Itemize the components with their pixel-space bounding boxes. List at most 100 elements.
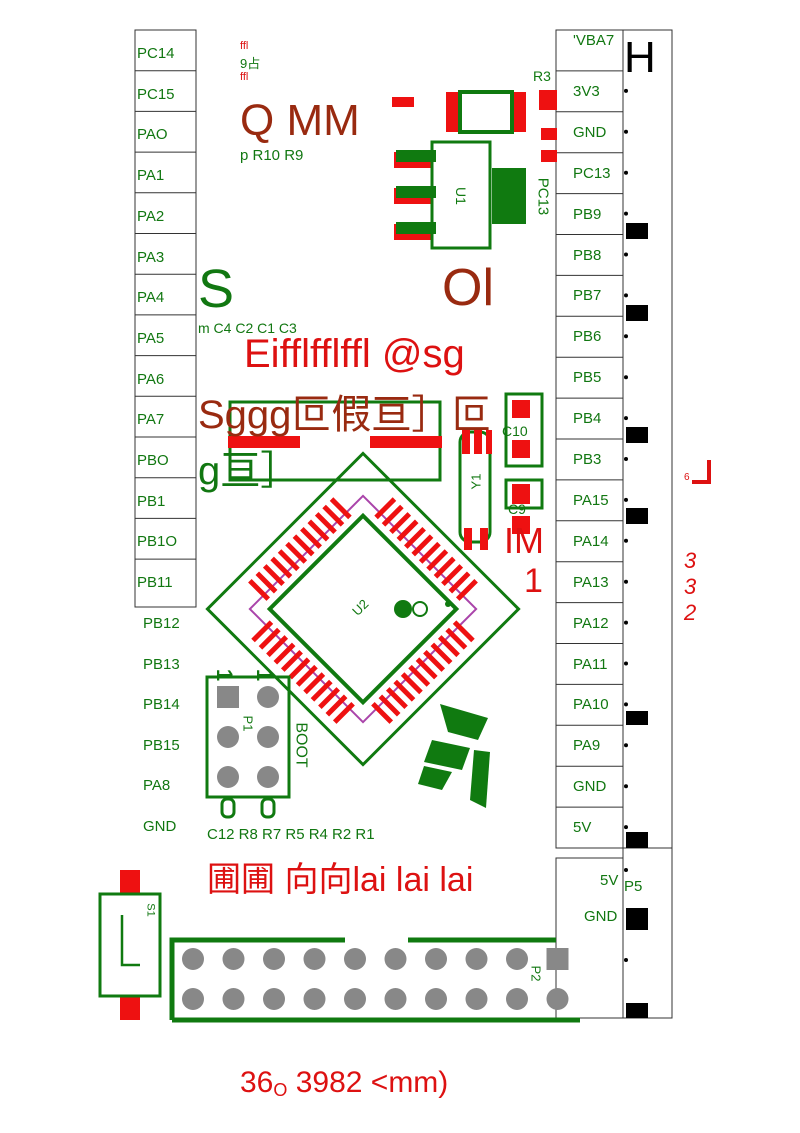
left-free-pin-label: PB14 bbox=[143, 696, 180, 713]
p2-pad bbox=[384, 948, 407, 970]
right-header-pin-label: GND bbox=[573, 123, 607, 141]
p2-pad bbox=[222, 948, 245, 970]
right-header-pin-label: PB7 bbox=[573, 287, 602, 305]
crystal-region bbox=[228, 392, 544, 550]
r3-label: R3 bbox=[533, 68, 551, 84]
p2-pad bbox=[506, 948, 528, 970]
right-header-dot bbox=[624, 743, 628, 748]
right-header-pin-label: PB3 bbox=[573, 451, 602, 468]
p2-pad bbox=[182, 948, 204, 970]
right-header-pin-label: PB6 bbox=[573, 328, 602, 346]
mcu-pin bbox=[418, 541, 441, 564]
mcu-pin bbox=[433, 556, 456, 579]
p1-label: P1 bbox=[240, 715, 256, 732]
side-332-digit-3: 2 bbox=[684, 600, 697, 625]
bottom-dimension-sub: O bbox=[273, 1080, 288, 1100]
p2-pad bbox=[263, 988, 285, 1010]
mcu-pin bbox=[415, 657, 438, 680]
mcu-pin bbox=[426, 549, 449, 572]
right-header-pin-label: PB8 bbox=[573, 246, 602, 264]
capacitor-row-label: m C4 C2 C1 C3 bbox=[198, 320, 297, 336]
r3-resistor bbox=[539, 90, 557, 162]
mcu-pin bbox=[262, 564, 285, 587]
right-header-dot bbox=[624, 170, 628, 175]
s1-label: S1 bbox=[144, 903, 157, 917]
mcu-pin bbox=[393, 679, 416, 702]
mcu-pin bbox=[251, 620, 274, 643]
mcu-pin bbox=[385, 687, 408, 710]
mcu-pin bbox=[381, 504, 404, 527]
p2-pad bbox=[465, 988, 488, 1010]
mcu-corner-dot bbox=[445, 601, 451, 607]
left-free-pin-label: PB15 bbox=[143, 736, 180, 754]
h-corner-label: H bbox=[624, 33, 656, 82]
mcu-pin bbox=[329, 497, 352, 520]
side-332-digit-2: 3 bbox=[684, 574, 697, 599]
mcu-pin bbox=[303, 672, 326, 695]
right-header-dot bbox=[624, 958, 628, 962]
right-header-pin-label: PA15 bbox=[573, 491, 609, 509]
p2-header bbox=[169, 937, 580, 1023]
right-header-dot bbox=[624, 538, 628, 543]
resistor-r10-r9-label: p R10 R9 bbox=[240, 147, 304, 164]
p2-pad bbox=[182, 988, 204, 1010]
p2-pad bbox=[263, 948, 285, 970]
p2-pad bbox=[425, 988, 447, 1010]
right-header-dot bbox=[624, 620, 628, 625]
p2-pad bbox=[425, 948, 447, 970]
left-header-dividers bbox=[135, 70, 196, 560]
right-header-pin-label: 'VBA7 bbox=[573, 32, 615, 49]
left-header-pin-label: PA6 bbox=[137, 370, 165, 388]
right-lower-pin-label: 5V bbox=[600, 872, 619, 889]
right-header-dot bbox=[624, 211, 628, 216]
u1-regulator bbox=[394, 140, 526, 250]
mcu-pin bbox=[411, 534, 434, 557]
p2-pad bbox=[303, 988, 326, 1010]
left-header-pin-label: PA3 bbox=[137, 248, 165, 266]
eifflffl-label: Eifflfflffl @sg bbox=[244, 332, 465, 376]
mcu-pin bbox=[396, 519, 419, 542]
right-header-pin-label: PA12 bbox=[573, 614, 609, 632]
left-header-pin-label: PB1 bbox=[137, 492, 166, 510]
right-header-dot bbox=[624, 868, 628, 872]
right-header-dot bbox=[624, 457, 628, 461]
left-header-pin-label: PA5 bbox=[137, 329, 165, 347]
mcu-pin bbox=[277, 549, 300, 572]
mcu-pin bbox=[452, 620, 475, 643]
mcu-pin bbox=[295, 664, 318, 687]
right-header-dot bbox=[624, 375, 628, 380]
mcu-pin bbox=[437, 635, 460, 658]
p2-pad bbox=[546, 948, 569, 970]
bottom-dimension-rest: 3982 <mm) bbox=[287, 1066, 449, 1099]
p2-pad bbox=[546, 988, 569, 1010]
im-label: IM bbox=[504, 520, 544, 561]
mcu-pin bbox=[430, 642, 453, 665]
left-header-pin-label: PAO bbox=[137, 126, 168, 144]
right-header-dot bbox=[624, 129, 628, 134]
mcu-pin bbox=[400, 672, 423, 695]
mcu-pin bbox=[280, 650, 303, 672]
sggg-label: Sggg叵假亘］叵 bbox=[198, 393, 492, 437]
pc13-side-label: PC13 bbox=[534, 177, 552, 216]
left-header-pin-label: PBO bbox=[137, 452, 169, 469]
mcu-pin bbox=[258, 627, 281, 650]
right-header-dot bbox=[624, 334, 628, 339]
bottom-dimension-main: 36 bbox=[240, 1066, 274, 1099]
right-header-dot bbox=[624, 661, 628, 666]
s-big-label: S bbox=[198, 259, 235, 319]
mcu-pin bbox=[404, 526, 426, 549]
right-header-dot bbox=[624, 825, 628, 830]
mcu-pin bbox=[300, 526, 322, 549]
left-header-pin-label: PB11 bbox=[137, 574, 173, 592]
mcu-pin bbox=[371, 701, 394, 724]
left-header-pin-label: PA4 bbox=[137, 289, 165, 307]
right-header-dividers bbox=[556, 70, 623, 808]
y1-label: Y1 bbox=[468, 473, 484, 490]
s1-switch bbox=[98, 870, 162, 1020]
right-header-dot bbox=[624, 784, 628, 789]
right-header-pin-label: PA11 bbox=[573, 655, 608, 673]
p2-pad bbox=[384, 988, 407, 1010]
left-header-pin-label: PC15 bbox=[137, 85, 175, 103]
mcu-pin bbox=[318, 687, 341, 710]
u1-label: U1 bbox=[452, 187, 469, 205]
